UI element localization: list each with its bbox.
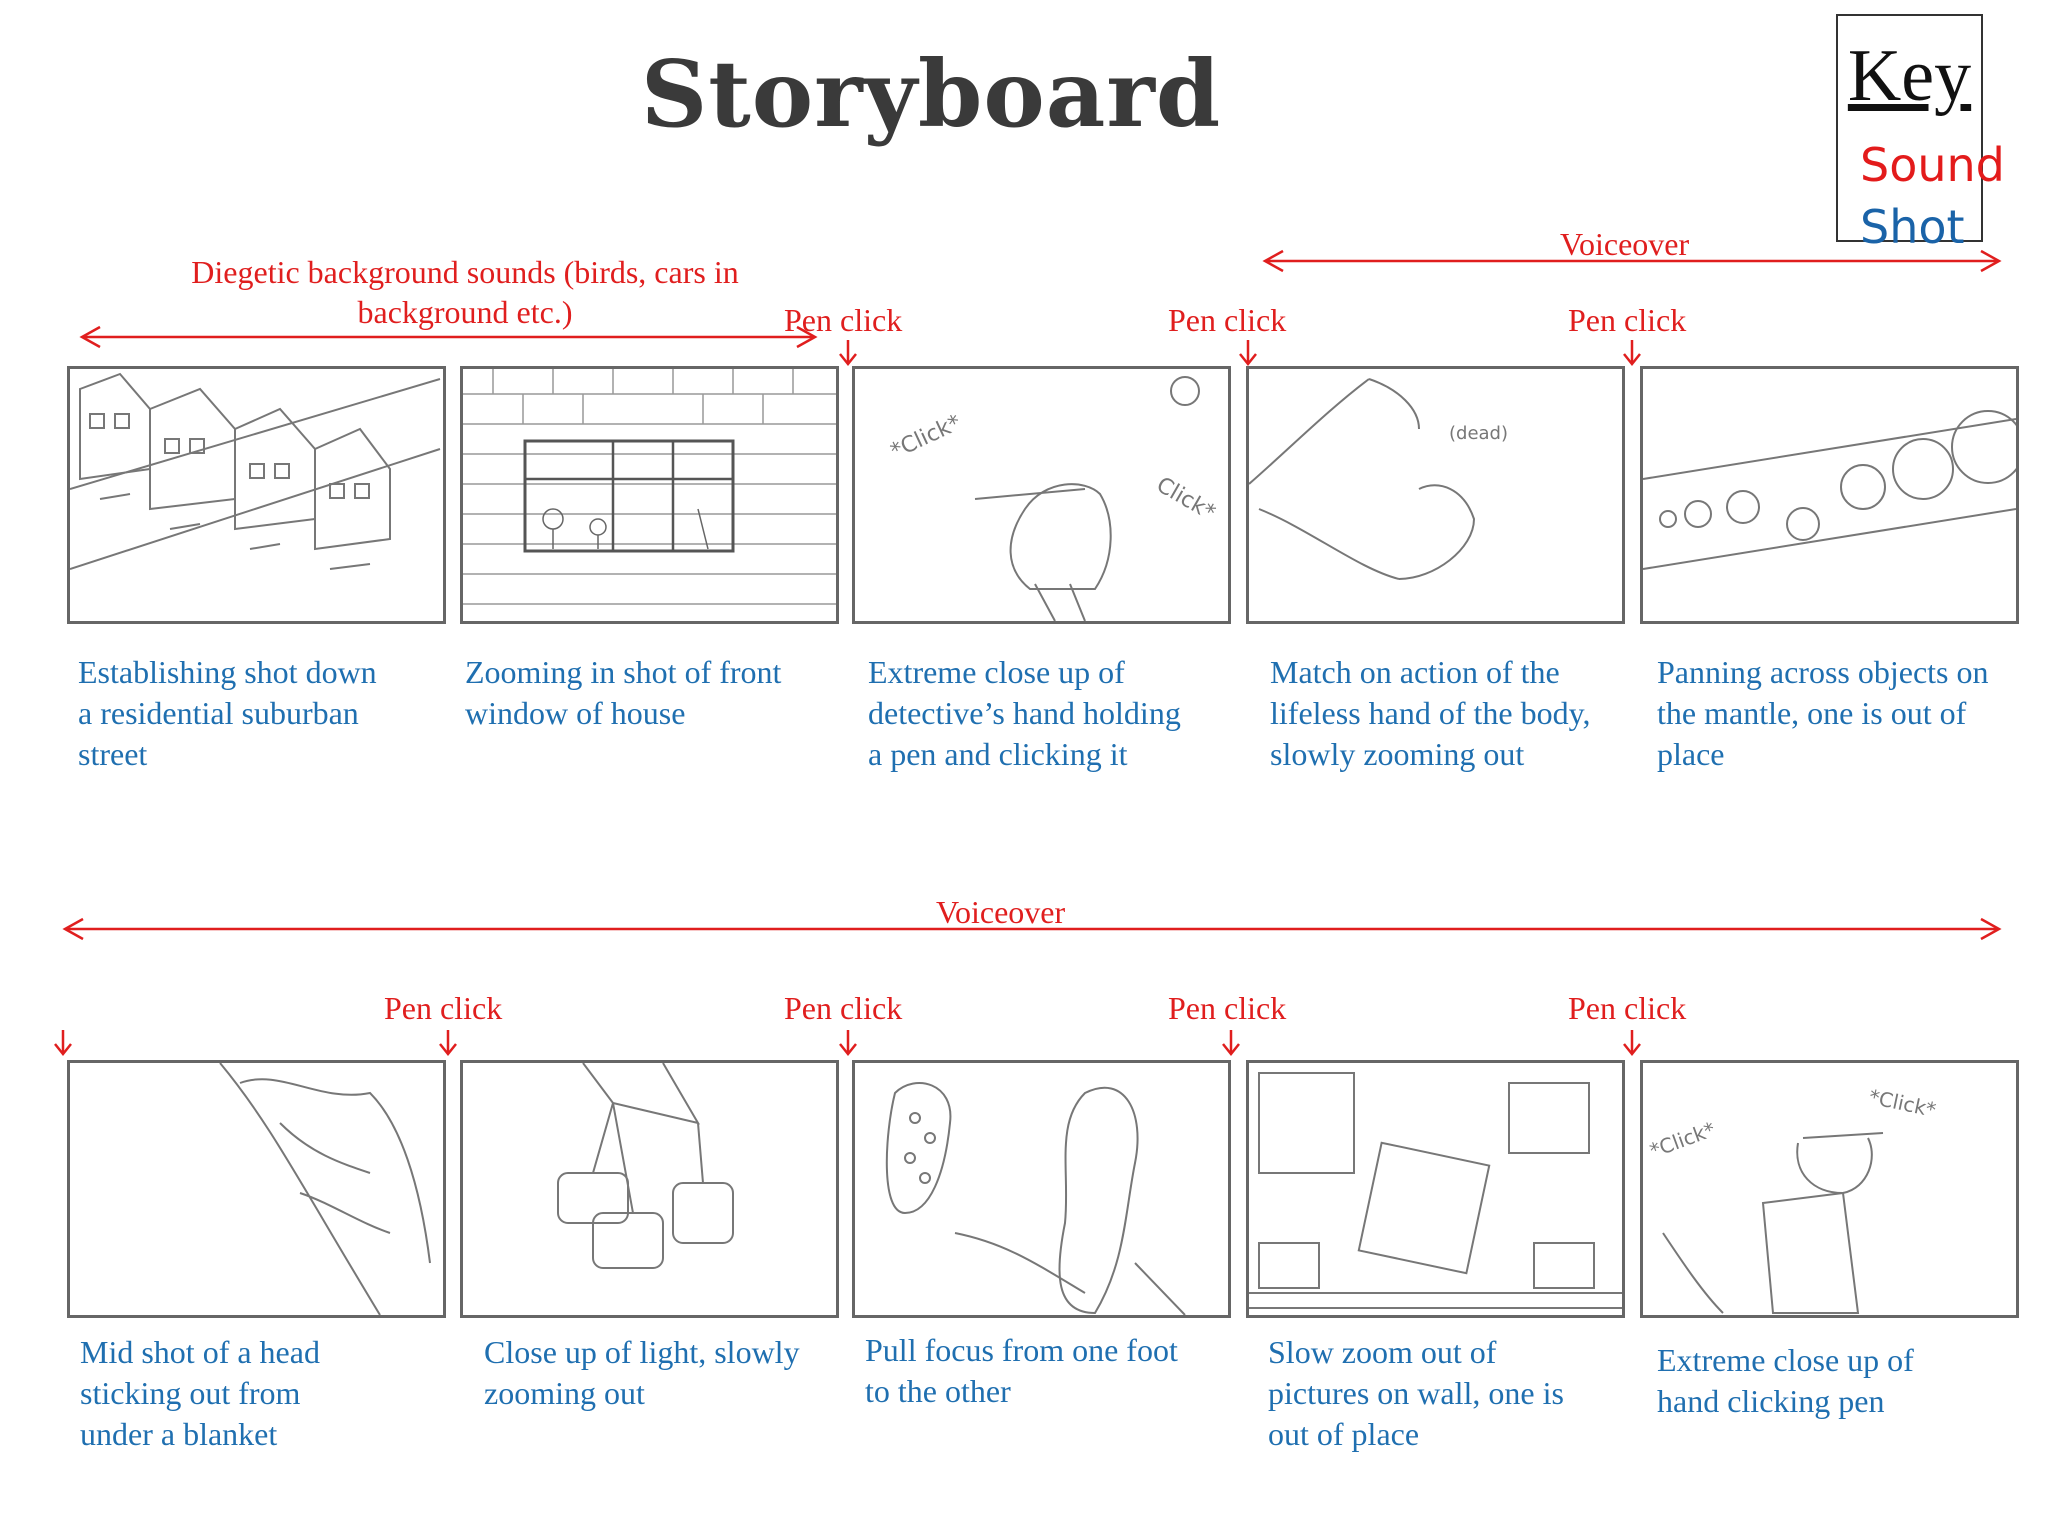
pen-click-arrow [1240, 340, 1256, 364]
pen-click-arrow [840, 340, 856, 364]
pen-click-arrow [1624, 1030, 1640, 1054]
voiceover-double-arrow-row2 [65, 919, 1999, 939]
voiceover-double-arrow-row1 [1265, 251, 1999, 271]
diegetic-double-arrow [82, 327, 815, 347]
pen-click-arrow [55, 1030, 71, 1054]
pen-click-arrow [840, 1030, 856, 1054]
pen-click-arrow [440, 1030, 456, 1054]
pen-click-arrow [1624, 340, 1640, 364]
pen-click-arrow [1223, 1030, 1239, 1054]
